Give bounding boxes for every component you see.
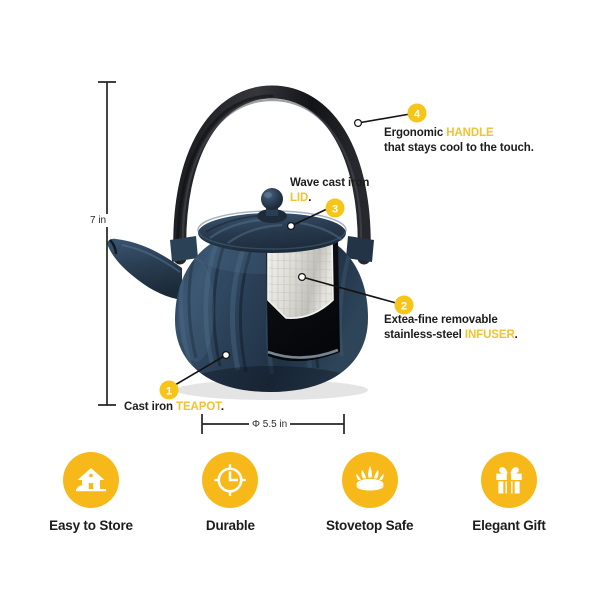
callout-1-text: Cast iron TEAPOT. — [124, 400, 224, 415]
callout-4-line1: Ergonomic HANDLE — [384, 126, 534, 141]
callout-badge-4-number: 4 — [414, 109, 421, 121]
callout-3-line2-highlight: LID — [290, 192, 309, 205]
feature-elegant-gift[interactable]: Elegant Gift — [444, 452, 574, 533]
feature-durable[interactable]: Durable — [165, 452, 295, 533]
callout-2-line1-prefix: Extea-fine removable — [384, 314, 498, 326]
callout-1-line1-highlight: TEAPOT — [176, 401, 221, 413]
callout-4-line2-prefix: that stays cool to the touch. — [384, 142, 534, 155]
callout-badge-1-number: 1 — [166, 386, 172, 398]
callout-2-line2: stainless-steel INFUSER. — [384, 328, 518, 343]
callout-1-line1-prefix: Cast iron — [124, 401, 177, 413]
callout-3-text: Wave cast iron LID. — [290, 176, 369, 206]
callout-badge-2[interactable]: 2 — [394, 295, 414, 315]
width-dimension-label: Φ 5.5 in — [249, 418, 291, 431]
feature-label-elegant-gift: Elegant Gift — [472, 518, 546, 533]
feature-stovetop-safe[interactable]: Stovetop Safe — [305, 452, 435, 533]
clock-icon — [202, 452, 259, 508]
callout-2-line2-prefix: stainless-steel — [384, 329, 465, 342]
callout-3-line1-prefix: Wave cast iron — [290, 177, 370, 189]
callout-3-line1: Wave cast iron — [290, 176, 369, 191]
callout-badge-3[interactable]: 3 — [325, 198, 345, 218]
callout-2-text: Extea-fine removable stainless-steel INF… — [384, 313, 518, 343]
feature-label-durable: Durable — [205, 518, 255, 533]
callout-badge-2-number: 2 — [401, 301, 407, 313]
feature-easy-to-store[interactable]: Easy to Store — [26, 452, 156, 533]
callout-2-line1: Extea-fine removable — [384, 313, 518, 328]
feature-label-easy-to-store: Easy to Store — [49, 518, 133, 533]
callout-4-line1-prefix: Ergonomic — [384, 127, 447, 139]
callout-badges: 4 3 2 1 — [159, 103, 427, 400]
feature-label-stovetop-safe: Stovetop Safe — [325, 518, 414, 533]
feature-badges: Easy to Store Durable — [0, 452, 600, 562]
callout-4-line1-highlight: HANDLE — [446, 127, 494, 139]
height-dimension-label: 7 in — [88, 214, 109, 227]
stovetop-flame-icon — [341, 452, 398, 508]
gift-box-icon — [480, 452, 537, 508]
callout-badge-1[interactable]: 1 — [159, 380, 179, 400]
callout-1-line1-suffix: . — [220, 401, 224, 413]
callout-4-line2: that stays cool to the touch. — [384, 141, 534, 156]
callout-1-line1: Cast iron TEAPOT. — [124, 400, 224, 415]
callout-badge-4[interactable]: 4 — [407, 103, 427, 123]
callout-3-line2-suffix: . — [308, 192, 312, 205]
house-icon — [63, 452, 119, 508]
callout-2-line2-suffix: . — [514, 329, 518, 342]
callout-badge-3-number: 3 — [332, 204, 338, 216]
callout-2-line2-highlight: INFUSER — [464, 329, 515, 342]
callout-4-text: Ergonomic HANDLE that stays cool to the … — [384, 126, 534, 156]
callout-leader-lines — [174, 113, 411, 386]
callout-3-line2: LID. — [290, 191, 369, 206]
